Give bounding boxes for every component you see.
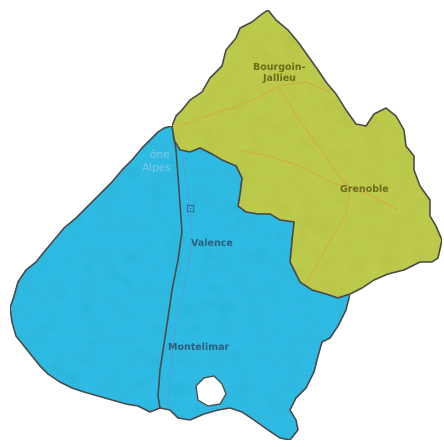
southern-enclave xyxy=(195,375,227,407)
road-network xyxy=(179,81,399,285)
city-label-grenoble[interactable]: Grenoble xyxy=(340,184,389,195)
faded-region-label-2: Alpes xyxy=(142,162,171,174)
city-label-jallieu[interactable]: Jallieu xyxy=(262,73,296,84)
city-label-montelimar[interactable]: Montelimar xyxy=(168,342,230,353)
road-shield-icon: ⊡ xyxy=(186,203,195,215)
faded-region-label-1: ône xyxy=(150,149,170,161)
rhone-river xyxy=(167,151,193,407)
south-west-region[interactable] xyxy=(9,125,351,441)
city-label-bourgoin[interactable]: Bourgoin- xyxy=(253,62,306,73)
city-label-valence[interactable]: Valence xyxy=(191,238,233,249)
internal-boundary xyxy=(157,125,183,409)
